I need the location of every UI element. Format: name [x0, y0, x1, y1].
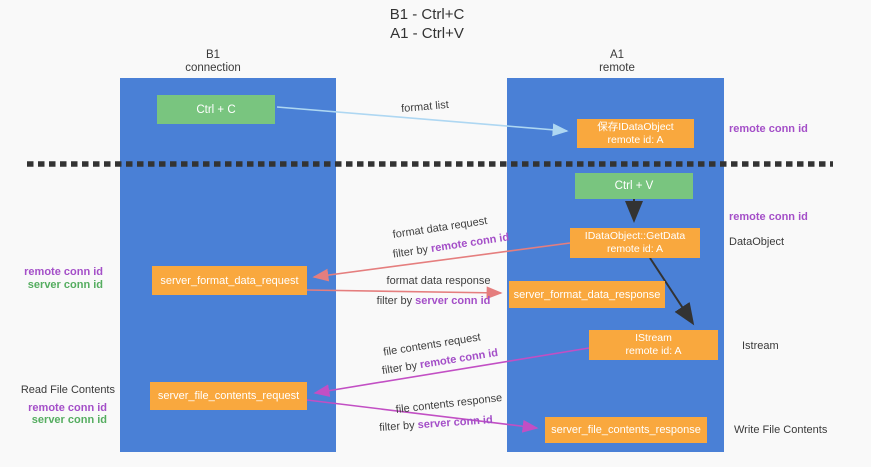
- node-istream: IStream remote id: A: [589, 330, 718, 360]
- file-contents-response-arrow: [306, 399, 539, 433]
- node-istream-line1: IStream: [635, 332, 672, 344]
- node-server-file-contents-response-label: server_file_contents_response: [551, 424, 701, 436]
- annotation-server-conn-id-left-2: server conn id: [31, 414, 107, 426]
- node-server-format-data-request-label: server_format_data_request: [160, 274, 299, 287]
- file-contents-request-arrow: [313, 347, 590, 397]
- format-data-request-arrow: [312, 242, 571, 282]
- node-ctrl-c-label: Ctrl + C: [196, 103, 236, 116]
- lane-a1-subtitle: remote: [599, 61, 635, 74]
- node-server-format-data-response: server_format_data_response: [509, 281, 665, 308]
- node-save-dataobject-line1: 保存IDataObject: [597, 120, 674, 133]
- lane-b1-subtitle: connection: [185, 61, 241, 74]
- annotation-server-conn-id-left-1: server conn id: [27, 279, 103, 291]
- lane-b1-name: B1: [205, 49, 221, 61]
- node-server-file-contents-request: server_file_contents_request: [150, 382, 307, 410]
- title-line-b1: B1 - Ctrl+C: [389, 6, 465, 23]
- lane-header-a1: A1 remote: [562, 49, 672, 74]
- server-conn-id-text: server conn id: [415, 295, 491, 307]
- node-save-dataobject: 保存IDataObject remote id: A: [577, 119, 694, 148]
- annotation-write-file-contents: Write File Contents: [734, 424, 828, 436]
- diagram-title: B1 - Ctrl+C A1 - Ctrl+V: [337, 5, 517, 43]
- format-list-arrow: [276, 106, 569, 137]
- label-filter-by-server-conn-id-1: filter by server conn id: [376, 295, 491, 307]
- node-getdata-line2: remote id: A: [606, 243, 664, 255]
- lane-header-b1: B1 connection: [158, 49, 268, 74]
- node-getdata-line1: IDataObject::GetData: [584, 230, 686, 242]
- node-ctrl-c: Ctrl + C: [157, 95, 275, 124]
- annotation-remote-conn-id-left-1: remote conn id: [24, 266, 103, 278]
- label-format-data-response: format data response: [386, 275, 491, 287]
- annotation-remote-conn-id-right: remote conn id: [729, 211, 808, 223]
- lane-a1-name: A1: [609, 49, 625, 61]
- format-data-response-arrow: [306, 286, 503, 300]
- node-save-dataobject-line2: remote id: A: [607, 133, 664, 146]
- filter-by-text: filter by: [376, 295, 416, 307]
- node-idataobject-getdata: IDataObject::GetData remote id: A: [570, 228, 700, 258]
- node-server-file-contents-response: server_file_contents_response: [545, 417, 707, 443]
- annotation-dataobject: DataObject: [729, 236, 785, 248]
- node-server-file-contents-request-label: server_file_contents_request: [157, 390, 300, 402]
- getdata-to-istream-arrow: [649, 257, 695, 326]
- annotation-remote-conn-id-left-2: remote conn id: [28, 402, 107, 414]
- node-ctrl-v: Ctrl + V: [575, 173, 693, 199]
- annotation-remote-conn-id-top-right: remote conn id: [729, 123, 808, 135]
- node-ctrl-v-label: Ctrl + V: [614, 180, 654, 192]
- node-server-format-data-response-label: server_format_data_response: [513, 288, 661, 301]
- annotation-read-file-contents: Read File Contents: [20, 384, 115, 396]
- title-line-a1: A1 - Ctrl+V: [390, 25, 464, 42]
- node-istream-line2: remote id: A: [625, 345, 682, 357]
- annotation-istream: Istream: [742, 340, 779, 352]
- node-server-format-data-request: server_format_data_request: [152, 266, 307, 295]
